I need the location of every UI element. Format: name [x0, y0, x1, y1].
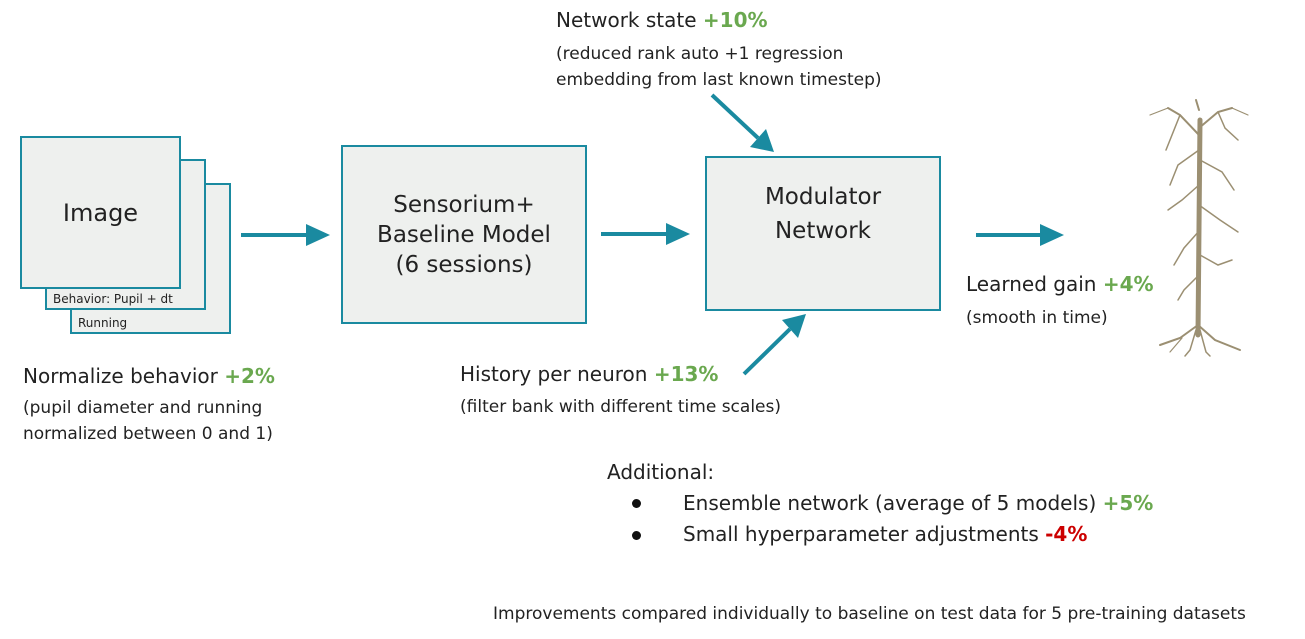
arrow-network-state [710, 93, 760, 140]
additional-item-1: Ensemble network (average of 5 models) +… [683, 491, 1154, 515]
network-state-gain: +10% [702, 8, 768, 32]
baseline-line2: Baseline Model [377, 221, 551, 248]
additional-item-2: Small hyperparameter adjustments -4% [683, 522, 1088, 546]
modulator-line2: Network [774, 217, 872, 244]
modulator-network-box: Modulator Network [705, 156, 941, 311]
history-desc: (filter bank with different time scales) [460, 397, 781, 417]
running-label: Running [78, 316, 128, 330]
normalize-title: Normalize behavior +2% [23, 364, 275, 388]
baseline-line3: (6 sessions) [395, 251, 533, 278]
normalize-gain: +2% [224, 364, 275, 388]
modulator-line1: Modulator [764, 183, 882, 210]
additional-item-2-delta: -4% [1045, 522, 1088, 546]
normalize-desc1: (pupil diameter and running [23, 398, 263, 418]
learned-gain-desc: (smooth in time) [966, 308, 1108, 328]
neuron-icon [1149, 99, 1249, 357]
behavior-label: Behavior: Pupil + dt [53, 292, 173, 306]
history-title: History per neuron +13% [460, 362, 719, 386]
image-label: Image [62, 198, 139, 227]
additional-title: Additional: [607, 460, 715, 484]
normalize-desc2: normalized between 0 and 1) [23, 424, 273, 444]
baseline-model-box: Sensorium+ Baseline Model (6 sessions) [341, 145, 587, 324]
network-state-title: Network state +10% [556, 8, 768, 32]
learned-gain-value: +4% [1102, 272, 1154, 296]
footer-note: Improvements compared individually to ba… [493, 604, 1246, 624]
bullet-icon [632, 531, 641, 540]
arrow-history [742, 327, 792, 376]
network-state-desc1: (reduced rank auto +1 regression [556, 44, 844, 64]
baseline-line1: Sensorium+ [393, 191, 535, 218]
additional-item-1-delta: +5% [1102, 491, 1154, 515]
network-state-desc2: embedding from last known timestep) [556, 70, 882, 90]
image-card: Image [20, 136, 181, 289]
learned-gain-title: Learned gain +4% [966, 272, 1154, 296]
history-gain: +13% [653, 362, 719, 386]
bullet-icon [632, 499, 641, 508]
